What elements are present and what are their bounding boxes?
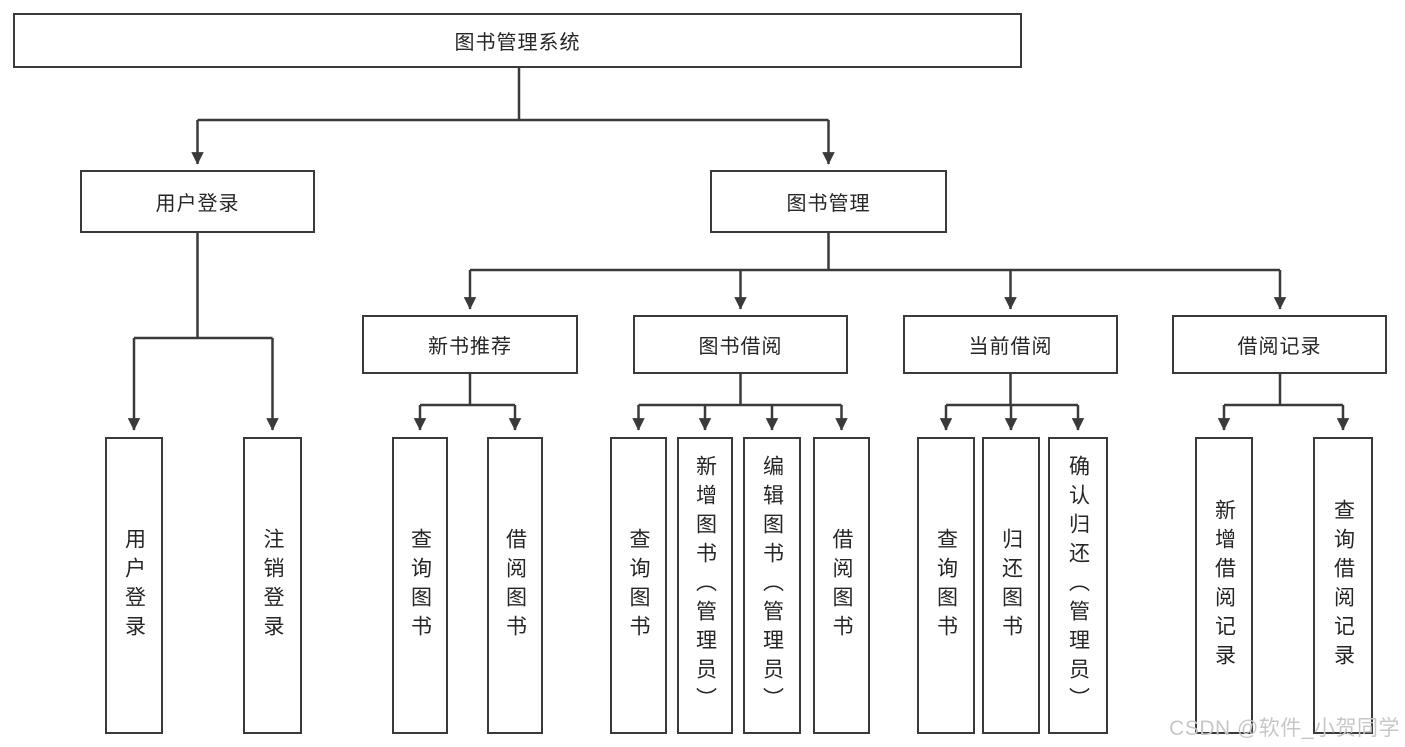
leaf-edit-books-admin: 编辑图书（管理员） [743, 437, 801, 734]
leaf-add-books-admin: 新增图书（管理员） [677, 437, 733, 734]
leaf-borrow-borrow-books: 借阅图书 [813, 437, 870, 734]
node-current-borrow: 当前借阅 [903, 315, 1118, 374]
node-user-login: 用户登录 [80, 170, 315, 233]
node-borrow-records: 借阅记录 [1172, 315, 1387, 374]
node-book-borrow: 图书借阅 [633, 315, 848, 374]
leaf-current-query-books: 查询图书 [917, 437, 975, 734]
node-book-management: 图书管理 [710, 170, 947, 233]
node-root: 图书管理系统 [13, 13, 1022, 68]
node-new-book-recommend: 新书推荐 [362, 315, 578, 374]
leaf-recommend-borrow-books: 借阅图书 [487, 437, 543, 734]
leaf-borrow-query-books: 查询图书 [610, 437, 667, 734]
leaf-return-books: 归还图书 [982, 437, 1040, 734]
leaf-confirm-return-admin: 确认归还（管理员） [1048, 437, 1108, 734]
leaf-query-borrow-record: 查询借阅记录 [1313, 437, 1373, 734]
leaf-logout: 注销登录 [243, 437, 302, 734]
leaf-user-login: 用户登录 [105, 437, 163, 734]
leaf-add-borrow-record: 新增借阅记录 [1195, 437, 1253, 734]
leaf-recommend-query-books: 查询图书 [392, 437, 448, 734]
